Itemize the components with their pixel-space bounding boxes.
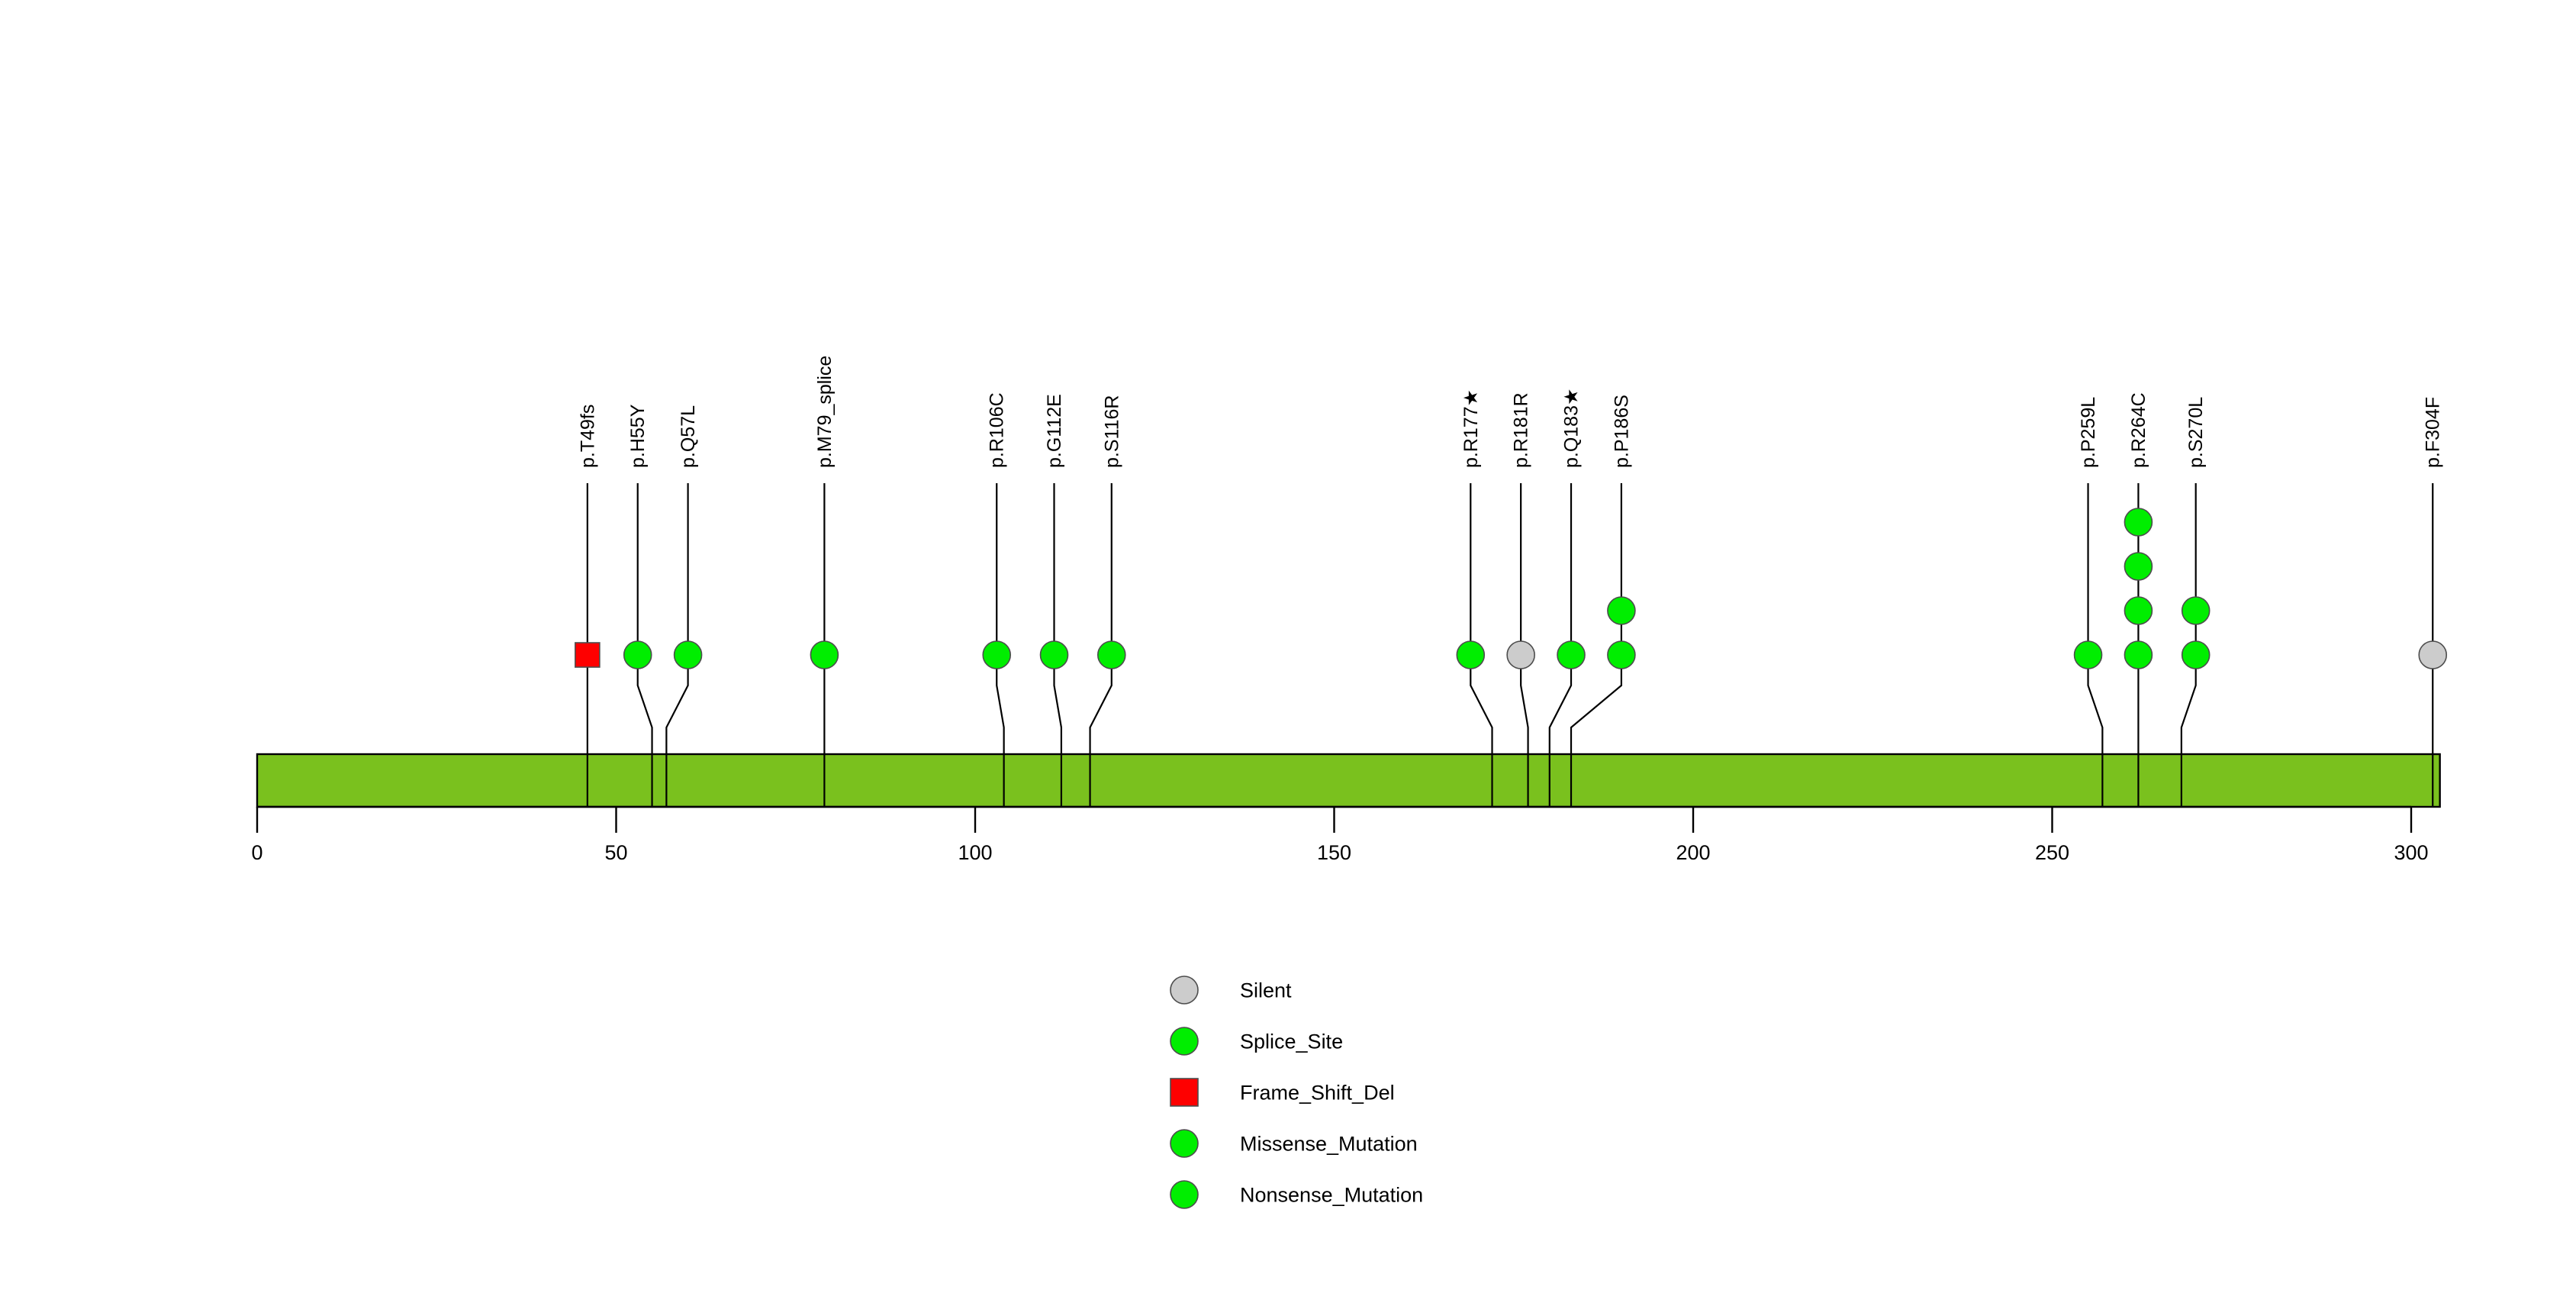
legend-label: Frame_Shift_Del (1240, 1081, 1395, 1104)
mutation-marker-circle[interactable] (1506, 640, 1535, 669)
lollipop-stem (2087, 483, 2104, 807)
axis-tick-label: 300 (2394, 841, 2428, 864)
mutation-marker-circle[interactable] (673, 640, 703, 669)
mutation-label: p.Q57L (678, 405, 699, 468)
mutation-marker-circle[interactable] (2124, 552, 2153, 581)
mutation-label: p.R181R (1511, 392, 1532, 468)
axis-tick-label: 50 (604, 841, 627, 864)
mutation-marker-circle[interactable] (1607, 640, 1636, 669)
mutation-label: p.F304F (2423, 397, 2444, 468)
axis-tick-label: 200 (1676, 841, 1710, 864)
lollipop-stem (2180, 483, 2197, 807)
mutation-label: p.R264C (2128, 392, 2149, 468)
mutation-marker-circle[interactable] (623, 640, 652, 669)
mutation-marker-circle[interactable] (2181, 596, 2211, 625)
mutation-marker-circle[interactable] (1039, 640, 1069, 669)
legend-label: Missense_Mutation (1240, 1132, 1418, 1155)
mutation-label: p.S116R (1101, 395, 1122, 468)
legend-swatch-circle (1170, 1180, 1199, 1209)
mutation-marker-circle[interactable] (2181, 640, 2211, 669)
mutation-marker-circle[interactable] (1607, 596, 1636, 625)
mutation-marker-circle[interactable] (2418, 640, 2448, 669)
legend-label: Splice_Site (1240, 1030, 1343, 1053)
lollipop-stem (1470, 483, 1493, 807)
mutation-label: p.T49fs (577, 405, 598, 468)
lollipop-stem (1570, 483, 1622, 807)
legend-label: Silent (1240, 979, 1292, 1001)
mutation-label: p.Q183★ (1561, 389, 1583, 468)
mutation-marker-circle[interactable] (810, 640, 839, 669)
backbone-rect (256, 753, 2441, 808)
axis-tick-label: 100 (958, 841, 992, 864)
mutation-label: p.R106C (987, 392, 1008, 468)
lollipop-stem (665, 483, 689, 807)
lollipop-stem (636, 483, 653, 807)
lollipop-group (575, 483, 2448, 807)
mutation-label-group: p.T49fs p.H55Y p.Q57L p.M79_splice p.R106C p.… (577, 356, 2443, 468)
lollipop-stem (996, 483, 1005, 807)
mutation-marker-circle[interactable] (1557, 640, 1586, 669)
mutation-label: p.P186S (1611, 395, 1632, 468)
mutation-label: p.M79_splice (814, 356, 836, 468)
mutation-marker-circle[interactable] (1096, 640, 1126, 669)
mutation-label: p.R177★ (1460, 389, 1482, 468)
legend-swatch-circle (1170, 1129, 1199, 1158)
legend-label: Nonsense_Mutation (1240, 1183, 1423, 1206)
mutation-marker-circle[interactable] (2073, 640, 2103, 669)
legend-swatch-square (1170, 1078, 1199, 1107)
lollipop-stem (1548, 483, 1573, 807)
axis-tick-label: 0 (251, 841, 262, 864)
mutation-label: p.G112E (1044, 394, 1065, 468)
axis-tick-label: 150 (1317, 841, 1351, 864)
legend: SilentSplice_SiteFrame_Shift_DelMissense… (1170, 976, 1423, 1209)
lollipop-stem (1089, 483, 1113, 807)
protein-backbone-track (256, 753, 2441, 808)
legend-swatch-circle (1170, 1027, 1199, 1056)
mutation-marker-circle[interactable] (2124, 596, 2153, 625)
mutation-marker-circle[interactable] (1456, 640, 1486, 669)
lollipop-stem (1520, 483, 1529, 807)
mutation-marker-square[interactable] (575, 642, 601, 668)
mutation-label: p.H55Y (627, 404, 649, 468)
mutation-marker-circle[interactable] (2124, 508, 2153, 537)
axis-tick-label: 250 (2035, 841, 2069, 864)
mutation-marker-circle[interactable] (982, 640, 1012, 669)
mutation-marker-circle[interactable] (2124, 640, 2153, 669)
x-axis: 0 50 100 150 200 250 300 (251, 805, 2429, 864)
lollipop-stem (1053, 483, 1063, 807)
mutation-label: p.S270L (2185, 397, 2207, 468)
legend-swatch-circle (1170, 976, 1199, 1005)
mutation-label: p.P259L (2078, 397, 2099, 468)
